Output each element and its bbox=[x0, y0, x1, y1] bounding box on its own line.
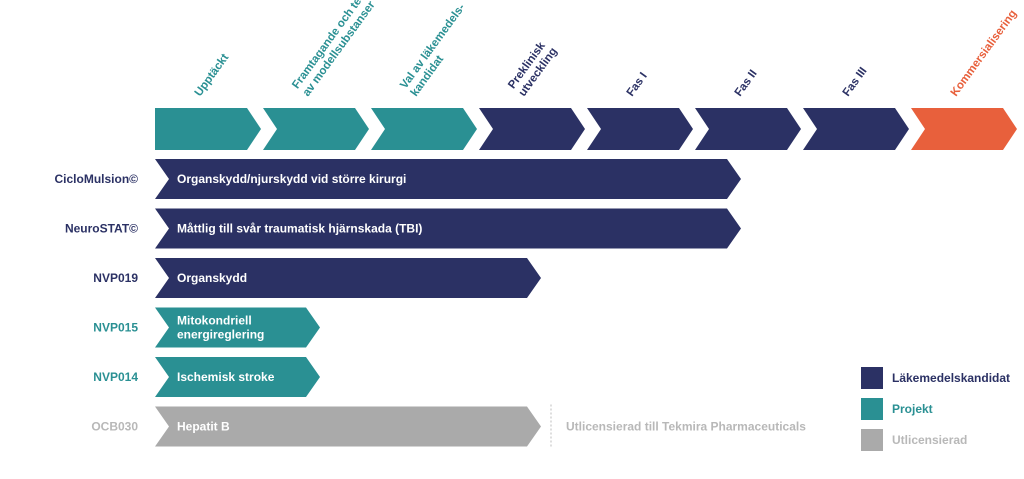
program-indication-line: Organskydd bbox=[177, 271, 247, 285]
phase-label-line: Fas I bbox=[625, 70, 650, 98]
program-bar bbox=[155, 406, 541, 447]
program-indication-line: Hepatit B bbox=[177, 420, 230, 434]
outlicense-note: Utlicensierad till Tekmira Pharmaceutica… bbox=[566, 420, 806, 434]
phase-label-line: Kommersialisering bbox=[949, 8, 1020, 99]
program-indication-line: Ischemisk stroke bbox=[177, 370, 275, 384]
program-indication-line: Mitokondriell bbox=[177, 314, 252, 328]
program-name: NVP014 bbox=[93, 370, 138, 384]
phase-chevron bbox=[371, 108, 477, 150]
phase-label-line: Fas III bbox=[841, 65, 870, 98]
phase-chevron bbox=[803, 108, 909, 150]
legend-swatch bbox=[861, 367, 883, 389]
program-bar bbox=[155, 159, 741, 199]
program-indication: Organskydd bbox=[177, 271, 247, 285]
phase-chevron bbox=[263, 108, 369, 150]
phase-chevron bbox=[479, 108, 585, 150]
legend-label: Projekt bbox=[892, 402, 933, 416]
program-indication: Ischemisk stroke bbox=[177, 370, 275, 384]
program-name: NeuroSTAT© bbox=[65, 222, 138, 236]
phase-chevron bbox=[155, 108, 261, 150]
legend-label: Utlicensierad bbox=[892, 433, 967, 447]
phase-label-line: Fas II bbox=[733, 68, 760, 99]
legend-swatch bbox=[861, 398, 883, 420]
program-name: NVP015 bbox=[93, 321, 138, 335]
phase-label: Fas III bbox=[841, 65, 870, 98]
legend-label: Läkemedelskandidat bbox=[892, 371, 1010, 385]
phase-label: Upptäckt bbox=[193, 52, 232, 99]
program-indication-line: Organskydd/njurskydd vid större kirurgi bbox=[177, 172, 406, 186]
program-indication-line: energireglering bbox=[177, 328, 264, 342]
program-name: OCB030 bbox=[91, 420, 138, 434]
phase-label: Val av läkemedels-kandidat bbox=[398, 2, 478, 99]
program-bar bbox=[155, 307, 320, 348]
phase-label: Prekliniskutveckling bbox=[506, 38, 560, 99]
program-bar bbox=[155, 357, 320, 397]
program-indication: Måttlig till svår traumatisk hjärnskada … bbox=[177, 222, 422, 236]
program-name: NVP019 bbox=[93, 271, 138, 285]
program-bar bbox=[155, 208, 741, 249]
phase-chevron bbox=[587, 108, 693, 150]
program-indication: Hepatit B bbox=[177, 420, 230, 434]
phase-label: Fas II bbox=[733, 68, 760, 99]
phase-label: Kommersialisering bbox=[949, 8, 1020, 99]
phase-label: Framtagande och testav modellsubstanser bbox=[290, 0, 381, 99]
legend-swatch bbox=[861, 429, 883, 451]
phase-chevron bbox=[695, 108, 801, 150]
phase-label-line: Upptäckt bbox=[193, 52, 232, 99]
program-name: CicloMulsion© bbox=[54, 172, 138, 186]
phase-chevron bbox=[911, 108, 1017, 150]
program-indication: Organskydd/njurskydd vid större kirurgi bbox=[177, 172, 406, 186]
program-indication-line: Måttlig till svår traumatisk hjärnskada … bbox=[177, 222, 422, 236]
phase-label: Fas I bbox=[625, 70, 650, 98]
program-bar bbox=[155, 258, 541, 298]
